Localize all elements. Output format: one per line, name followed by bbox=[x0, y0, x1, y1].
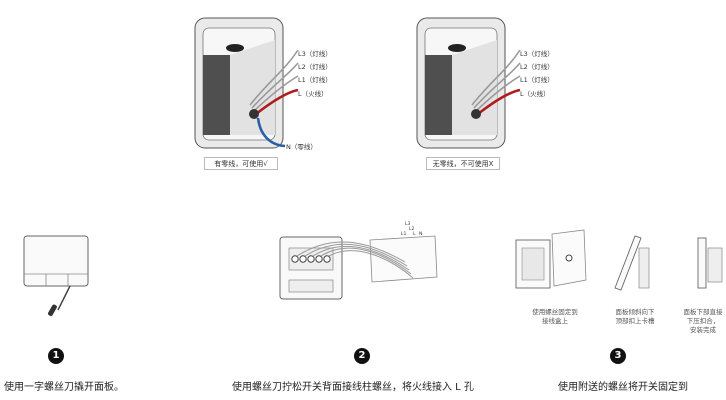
label-l3: L3（灯线） bbox=[520, 50, 554, 58]
terminal-wiring-illustration bbox=[279, 235, 438, 300]
step3-caption-tilt: 面板倾斜向下 顶部扣上卡槽 bbox=[615, 308, 655, 325]
switch-panel-pry-illustration bbox=[23, 235, 89, 316]
step3-illustration-mount bbox=[512, 228, 592, 298]
terminal-label-n: N bbox=[419, 232, 423, 237]
step3-illustration-tilt bbox=[605, 228, 655, 298]
step1-illustration bbox=[18, 228, 98, 323]
step-3-badge: 3 bbox=[610, 348, 626, 364]
label-l2: L2（灯线） bbox=[520, 63, 554, 71]
step-3-text: 使用附送的螺丝将开关固定到 bbox=[558, 382, 688, 393]
junction-box-illustration bbox=[416, 17, 521, 149]
step3-illustration-press bbox=[690, 228, 726, 298]
terminal-label-l3: L3 bbox=[405, 222, 411, 227]
label-n: N（零线） bbox=[286, 143, 317, 151]
terminal-label-l1: L1 bbox=[401, 232, 407, 237]
label-l2: L2（灯线） bbox=[298, 63, 332, 71]
terminal-label-l2: L2 bbox=[409, 227, 415, 232]
step2-illustration: L3 L2 L1 L N bbox=[275, 222, 445, 322]
wiring-diagram-without-neutral: L3（灯线） L2（灯线） L1（灯线） L（火线） bbox=[412, 10, 554, 175]
label-l: L（火线） bbox=[298, 90, 328, 98]
panel-press-illustration bbox=[697, 237, 723, 289]
wiring-diagram-with-neutral: L3（灯线） L2（灯线） L1（灯线） L（火线） N（零线） bbox=[190, 10, 332, 175]
step-2-badge: 2 bbox=[354, 348, 370, 364]
junction-box-illustration bbox=[194, 17, 299, 149]
step-1-badge: 1 bbox=[48, 348, 64, 364]
step-2-text: 使用螺丝刀拧松开关背面接线柱螺丝，将火线接入 L 孔 bbox=[232, 382, 474, 393]
mount-box-illustration bbox=[515, 229, 587, 289]
terminal-label-l: L bbox=[413, 232, 416, 237]
label-l1: L1（灯线） bbox=[520, 76, 554, 84]
step3-caption-mount: 使用螺丝固定到 接线盒上 bbox=[532, 308, 578, 325]
panel-tilt-illustration bbox=[614, 235, 650, 291]
step-1-text: 使用一字螺丝刀撬开面板。 bbox=[4, 382, 124, 393]
label-l: L（火线） bbox=[520, 90, 550, 98]
caption-with-neutral: 有零线，可使用√ bbox=[204, 157, 278, 170]
label-l1: L1（灯线） bbox=[298, 76, 332, 84]
label-l3: L3（灯线） bbox=[298, 50, 332, 58]
step3-caption-press: 面板下部直接 下压扣合， 安装完成 bbox=[683, 308, 723, 334]
caption-without-neutral: 无零线，不可使用X bbox=[426, 157, 500, 170]
